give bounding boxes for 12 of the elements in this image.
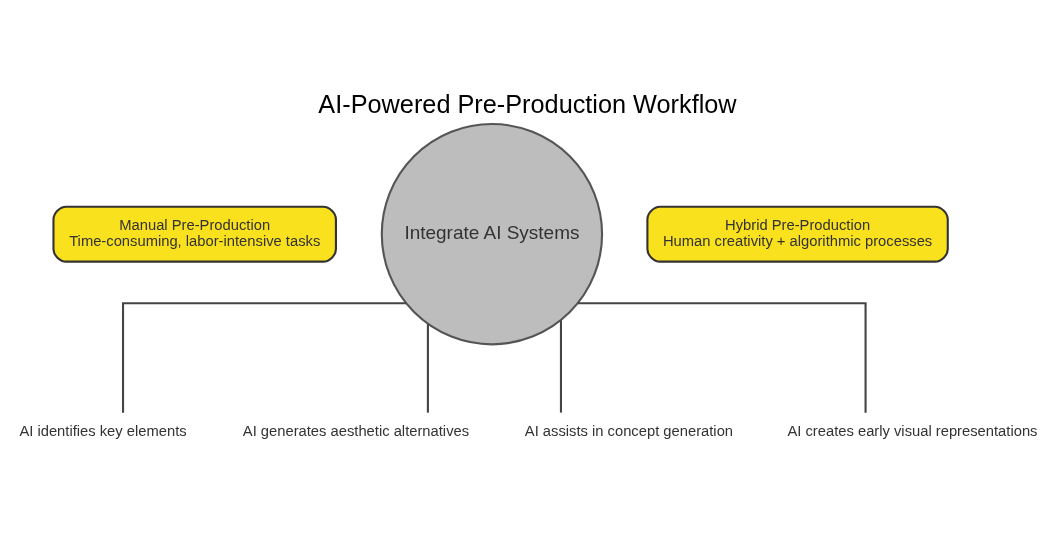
node-text: AI identifies key elements: [19, 422, 187, 439]
node-box: Manual Pre-Production Time-consuming, labor-intensive tasks: [52, 205, 337, 263]
connector: [122, 301, 406, 413]
connector: [426, 323, 429, 413]
node-text: AI creates early visual representations: [787, 422, 1038, 439]
node-text: AI assists in concept generation: [524, 422, 734, 439]
connector: [578, 301, 867, 413]
node-circle: Integrate AI Systems: [380, 122, 604, 345]
connector: [559, 319, 562, 413]
diagram-title: AI-Powered Pre-Production Workflow: [318, 89, 737, 118]
node-text: AI generates aesthetic alternatives: [242, 422, 470, 439]
node-box: Hybrid Pre-Production Human creativity + algorithmic processes: [646, 205, 949, 263]
